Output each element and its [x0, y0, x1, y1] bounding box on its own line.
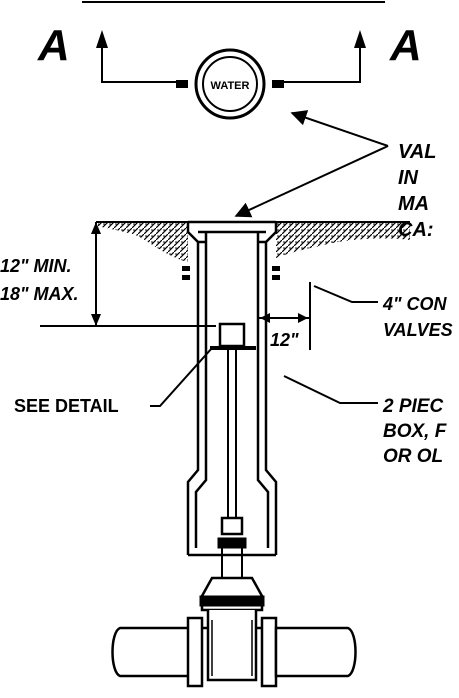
- section-line: [101, 42, 361, 83]
- svg-text:2 PIEC: 2 PIEC: [382, 396, 443, 417]
- leader-connection: [313, 285, 378, 303]
- lug-right-top: [272, 266, 280, 271]
- section-arrow-right-icon: [354, 30, 366, 48]
- svg-text:CA:: CA:: [398, 219, 434, 241]
- valve-note: VAL IN MA CA:: [398, 141, 437, 241]
- gate-valve: [199, 576, 265, 682]
- dim-max: 18" MAX.: [0, 284, 79, 304]
- svg-text:BOX, F: BOX, F: [383, 421, 448, 442]
- valve-stem: [210, 322, 256, 578]
- water-main-pipe: [111, 616, 357, 688]
- section-arrow-left-icon: [96, 30, 108, 48]
- leader-to-meter: [290, 110, 389, 147]
- lug-left: [182, 275, 190, 280]
- box-note: 2 PIEC BOX, F OR OL: [382, 396, 448, 467]
- svg-text:4" CON: 4" CON: [382, 294, 448, 314]
- svg-text:MA: MA: [398, 193, 429, 215]
- svg-text:VAL: VAL: [398, 141, 437, 163]
- section-mark-right: A: [389, 21, 422, 70]
- dim-offset: 12": [270, 330, 299, 350]
- svg-text:VALVES: VALVES: [383, 320, 453, 340]
- svg-text:OR OL: OR OL: [383, 446, 443, 467]
- depth-dimension: [40, 222, 216, 327]
- valve-box: [186, 220, 278, 557]
- svg-text:IN: IN: [398, 167, 419, 189]
- section-mark-left: A: [37, 21, 70, 70]
- meter-label: WATER: [211, 80, 250, 92]
- connection-note: 4" CON VALVES: [382, 294, 453, 340]
- leader-see-detail: [150, 347, 213, 407]
- dim-min: 12" MIN.: [0, 256, 72, 276]
- lug-right: [272, 275, 280, 280]
- leader-box-note: [283, 375, 378, 404]
- water-meter-symbol: WATER: [176, 48, 284, 120]
- see-detail-label: SEE DETAIL: [14, 396, 119, 416]
- ground-surface: [96, 221, 410, 262]
- lug-left-top: [182, 266, 190, 271]
- offset-dimension: [258, 282, 311, 350]
- leader-to-box-top: [234, 145, 389, 218]
